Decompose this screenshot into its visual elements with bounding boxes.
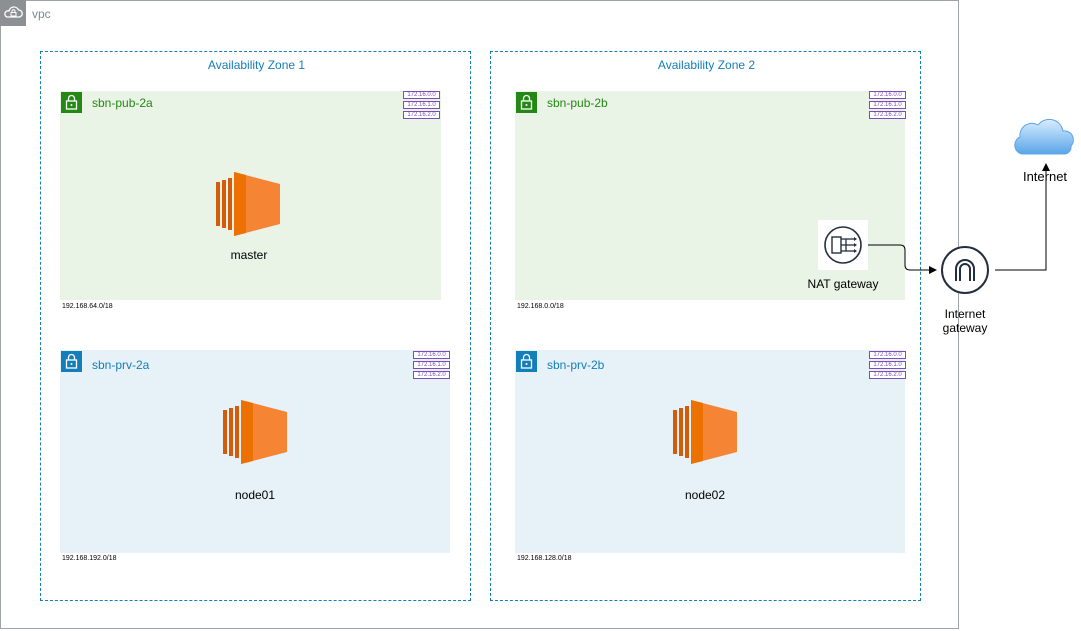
availability-zone-1: Availability Zone 1 — [40, 51, 471, 601]
subnet-cidr: 192.168.64.0/18 — [62, 303, 113, 310]
route-entry: 172.16.0.0 — [869, 351, 906, 359]
availability-zone-2: Availability Zone 2 — [490, 51, 921, 601]
internet-label: Internet — [1022, 169, 1068, 184]
ec2-instance-icon — [673, 400, 737, 464]
subnet-cidr: 192.168.192.0/18 — [62, 555, 117, 562]
lock-icon — [516, 92, 537, 113]
ec2-instance-icon — [223, 400, 287, 464]
lock-icon — [516, 351, 537, 372]
subnet-cidr: 192.168.128.0/18 — [517, 555, 572, 562]
vpc-cloud-lock-icon — [0, 0, 26, 26]
az-label: Availability Zone 1 — [207, 58, 306, 72]
subnet-name: sbn-pub-2a — [92, 96, 153, 110]
nat-gateway-label: NAT gateway — [807, 277, 879, 291]
route-entry: 172.16.2.0 — [403, 111, 440, 119]
subnet-name: sbn-pub-2b — [547, 96, 608, 110]
internet-gateway-label: Internet gateway — [915, 307, 1015, 335]
az-label: Availability Zone 2 — [657, 58, 756, 72]
lock-icon — [61, 351, 82, 372]
subnet-name: sbn-prv-2a — [92, 358, 150, 372]
nat-gateway-icon — [818, 220, 868, 270]
route-entry: 172.16.1.0 — [403, 101, 440, 109]
route-entry: 172.16.0.0 — [869, 91, 906, 99]
instance-label: node02 — [684, 488, 726, 502]
route-table: 172.16.0.0 172.16.1.0 172.16.2.0 — [413, 351, 450, 381]
route-table: 172.16.0.0 172.16.1.0 172.16.2.0 — [403, 91, 440, 121]
igw-to-internet-connector — [995, 163, 1050, 271]
subnet-cidr: 192.168.0.0/18 — [517, 303, 564, 310]
vpc-container — [0, 0, 959, 629]
route-entry: 172.16.0.0 — [413, 351, 450, 359]
vpc-label: vpc — [32, 7, 51, 21]
route-table: 172.16.0.0 172.16.1.0 172.16.2.0 — [869, 91, 906, 121]
route-entry: 172.16.1.0 — [869, 361, 906, 369]
lock-icon — [61, 92, 82, 113]
ec2-instance-icon — [216, 172, 280, 236]
instance-label: node01 — [234, 488, 276, 502]
route-entry: 172.16.2.0 — [869, 111, 906, 119]
internet-gateway-label-line1: Internet — [944, 307, 986, 321]
cloud-icon — [1010, 114, 1080, 160]
route-entry: 172.16.0.0 — [403, 91, 440, 99]
route-entry: 172.16.1.0 — [869, 101, 906, 109]
nat-to-igw-connector — [868, 244, 937, 274]
internet-gateway-label-line2: gateway — [942, 321, 988, 335]
route-entry: 172.16.2.0 — [869, 371, 906, 379]
subnet-name: sbn-prv-2b — [547, 358, 605, 372]
route-entry: 172.16.2.0 — [413, 371, 450, 379]
internet-gateway-icon — [940, 245, 990, 295]
route-table: 172.16.0.0 172.16.1.0 172.16.2.0 — [869, 351, 906, 381]
instance-label: master — [230, 248, 268, 262]
route-entry: 172.16.1.0 — [413, 361, 450, 369]
